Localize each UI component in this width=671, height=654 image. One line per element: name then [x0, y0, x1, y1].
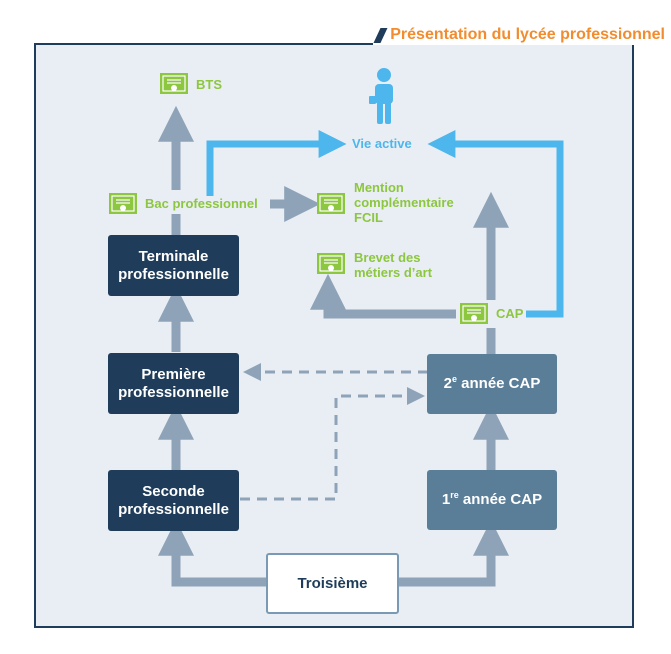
node-seconde-pro: Seconde professionnelle: [108, 470, 239, 531]
node-cap1: 1re année CAP: [427, 470, 557, 530]
node-cap2-label: 2e année CAP: [443, 374, 541, 393]
label-brevet-line1: Brevet des: [354, 250, 421, 265]
node-terminale-pro-label: Terminale professionnelle: [118, 247, 229, 283]
label-mention-line2: complémentaire: [354, 195, 454, 210]
label-mention-line1: Mention: [354, 180, 404, 195]
node-cap2: 2e année CAP: [427, 354, 557, 414]
label-bac-pro: Bac professionnel: [145, 196, 258, 211]
label-mention-line3: FCIL: [354, 210, 383, 225]
arrow-cap-to-vie-active: [427, 130, 564, 318]
page-title: Présentation du lycée professionnel: [390, 26, 665, 43]
arrow-cap-to-brevet: [310, 273, 456, 319]
diploma-icon-cap: [459, 302, 489, 326]
node-terminale-pro: Terminale professionnelle: [108, 235, 239, 296]
title-bar: Présentation du lycée professionnel: [373, 25, 665, 45]
node-troisieme-label: Troisième: [297, 574, 368, 592]
diploma-icon-brevet: [316, 252, 346, 276]
label-bts: BTS: [196, 77, 222, 92]
dashed-seconde-to-cap2: [240, 387, 425, 501]
label-brevet: Brevet des métiers d’art: [354, 250, 432, 280]
label-mention: Mention complémentaire FCIL: [354, 180, 454, 225]
node-premiere-pro: Première professionnelle: [108, 353, 239, 414]
arrow-troisieme-to-seconde: [158, 519, 268, 587]
node-seconde-pro-label: Seconde professionnelle: [118, 482, 229, 518]
worker-person-icon: [369, 68, 393, 124]
arrow-bac-to-vie-active: [206, 130, 347, 196]
diploma-icon-bts: [159, 72, 189, 96]
node-premiere-pro-label: Première professionnelle: [118, 365, 229, 401]
node-cap1-label: 1re année CAP: [441, 490, 543, 509]
label-brevet-line2: métiers d’art: [354, 265, 433, 280]
label-cap: CAP: [496, 306, 524, 321]
diploma-icon-bac-pro: [108, 192, 138, 216]
arrow-troisieme-to-cap1: [398, 519, 509, 587]
node-troisieme: Troisième: [266, 553, 399, 614]
label-vie-active: Vie active: [352, 136, 412, 151]
diploma-icon-mention: [316, 192, 346, 216]
